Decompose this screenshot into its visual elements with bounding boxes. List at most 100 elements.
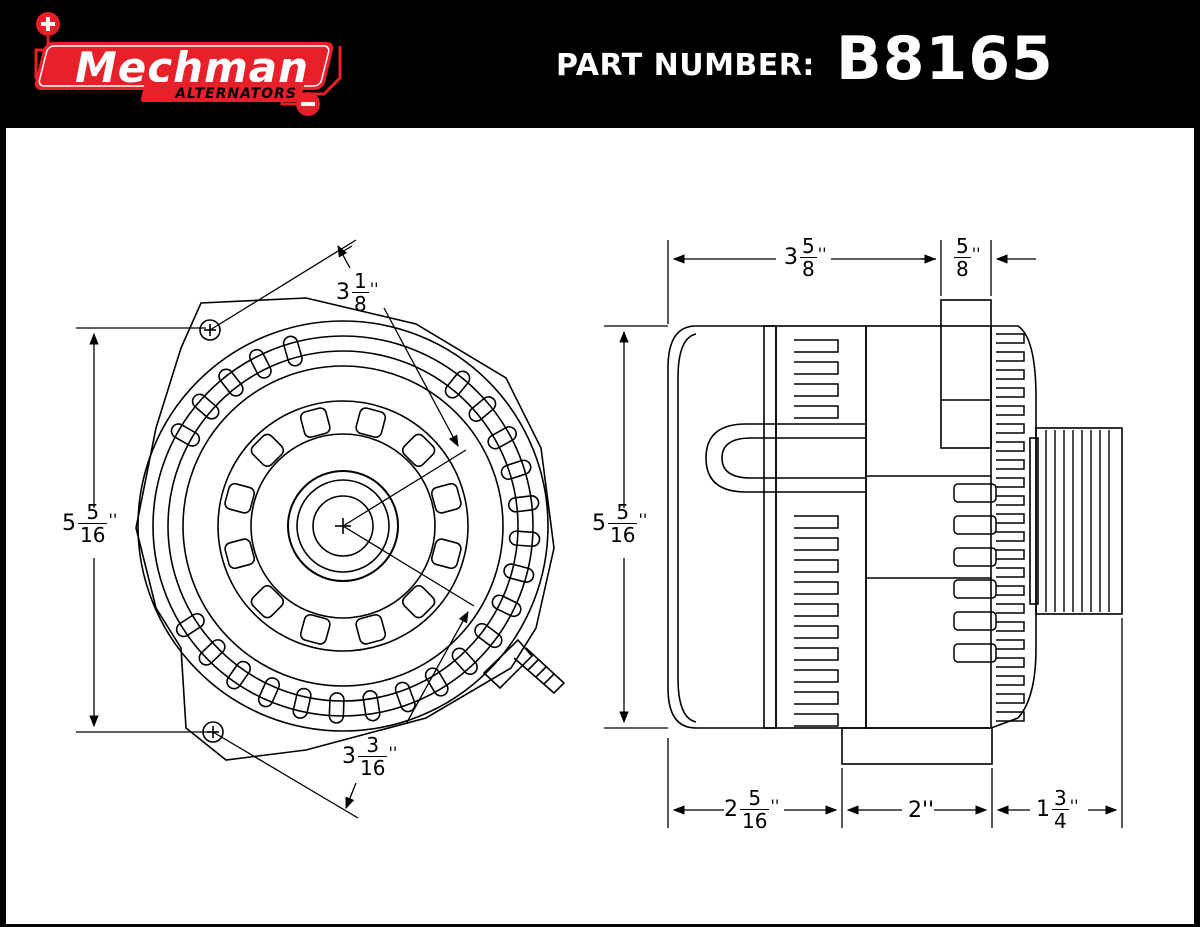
cooling-slot xyxy=(282,335,303,367)
cooling-slot xyxy=(468,396,497,422)
front-fin xyxy=(996,351,1025,362)
front-fin xyxy=(996,621,1025,632)
drawing-canvas xyxy=(76,239,1123,828)
side-front-fins xyxy=(953,333,1025,722)
rear-fin xyxy=(794,405,839,419)
header-bar: Mechman ALTERNATORS PART NUMBER: B8165 xyxy=(0,0,1200,128)
rear-fin xyxy=(794,339,839,353)
rear-fin xyxy=(794,537,839,551)
logo-subtitle-text: ALTERNATORS xyxy=(174,86,297,102)
vent-window xyxy=(224,482,256,514)
cooling-slot xyxy=(175,612,205,638)
plus-icon xyxy=(36,12,60,36)
cooling-slot xyxy=(507,495,540,513)
front-slot xyxy=(953,611,997,631)
cooling-slot xyxy=(451,647,478,675)
front-fin xyxy=(996,333,1025,344)
cooling-slot xyxy=(362,690,381,722)
rear-fin xyxy=(794,515,839,529)
side-dimension-lines xyxy=(604,240,1123,828)
vent-window xyxy=(355,613,387,645)
vent-window xyxy=(224,538,256,570)
vent-window xyxy=(401,433,436,468)
front-fin xyxy=(996,657,1025,668)
front-fin xyxy=(996,369,1025,380)
cooling-slot xyxy=(170,423,201,447)
front-fin xyxy=(996,495,1025,506)
front-fin xyxy=(996,585,1025,596)
front-fin xyxy=(996,459,1025,470)
cooling-slot xyxy=(444,370,471,399)
front-slot xyxy=(953,483,997,503)
rear-fin xyxy=(794,647,839,661)
vent-window xyxy=(430,482,462,514)
vent-window xyxy=(250,584,285,619)
cooling-slot xyxy=(500,459,532,481)
cooling-slot xyxy=(198,639,226,666)
rear-fin xyxy=(794,603,839,617)
cooling-slot xyxy=(487,426,517,450)
front-fin xyxy=(996,423,1025,434)
rear-fin xyxy=(794,383,839,397)
cooling-slot xyxy=(257,677,281,708)
cooling-slot xyxy=(394,681,416,713)
front-fin xyxy=(996,693,1025,704)
cooling-slot xyxy=(191,393,220,420)
dim-bottom-middle: 2'' xyxy=(908,798,935,823)
front-slot xyxy=(953,643,997,663)
minus-icon xyxy=(296,92,320,116)
cooling-slot xyxy=(424,667,449,697)
front-fin xyxy=(996,531,1025,542)
front-view xyxy=(135,297,566,761)
side-rear-fins xyxy=(794,339,839,727)
front-fin xyxy=(996,675,1025,686)
rear-fin xyxy=(794,625,839,639)
front-fin xyxy=(996,549,1025,560)
cooling-slot xyxy=(503,563,535,583)
cooling-slot xyxy=(226,660,251,690)
cooling-slot xyxy=(491,594,522,618)
vent-window xyxy=(299,407,331,439)
vent-window xyxy=(355,407,387,439)
side-view xyxy=(667,299,1123,765)
front-fin xyxy=(996,477,1025,488)
front-dimension-lines xyxy=(76,239,475,819)
front-fin xyxy=(996,387,1025,398)
front-slot xyxy=(953,579,997,599)
rear-fin xyxy=(794,581,839,595)
front-fin xyxy=(996,441,1025,452)
part-number-value: B8165 xyxy=(836,24,1054,94)
front-vent-windows xyxy=(224,407,462,645)
front-slot xyxy=(953,515,997,535)
front-fin xyxy=(996,711,1025,722)
front-fin xyxy=(996,567,1025,578)
pulley-grooves xyxy=(1045,430,1110,612)
mechman-logo: Mechman ALTERNATORS xyxy=(34,12,342,116)
vent-window xyxy=(430,538,462,570)
cooling-slot xyxy=(248,348,272,379)
rear-fin xyxy=(794,361,839,375)
cooling-slot xyxy=(508,530,541,548)
cooling-slot xyxy=(218,368,244,397)
rear-fin xyxy=(794,559,839,573)
cooling-slot xyxy=(292,687,312,719)
vent-window xyxy=(401,584,436,619)
front-fin xyxy=(996,639,1025,650)
cooling-slot xyxy=(474,622,503,649)
cooling-slot xyxy=(328,692,345,724)
front-slot xyxy=(953,547,997,567)
part-number-label: PART NUMBER: xyxy=(556,48,815,83)
front-fin xyxy=(996,603,1025,614)
rear-fin xyxy=(794,691,839,705)
vent-window xyxy=(250,433,285,468)
